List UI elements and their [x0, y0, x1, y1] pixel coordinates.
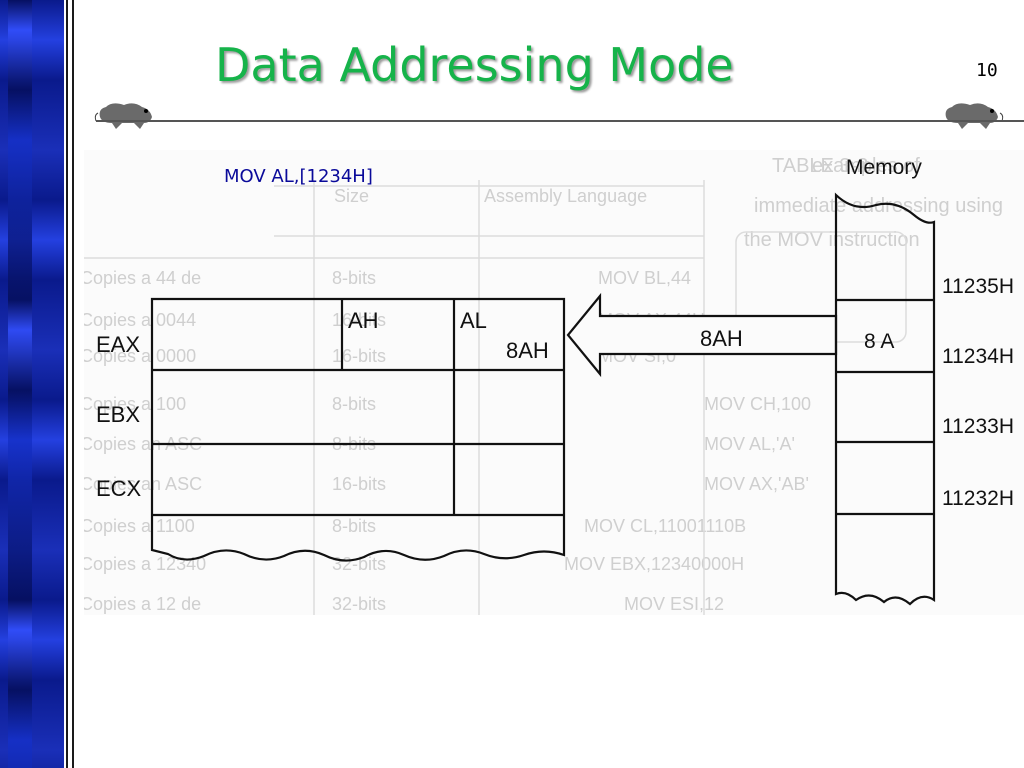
ghost-instr: MOV AX,'AB'	[704, 474, 809, 494]
addressing-figure: Assembly Language Size MOV BL,44 MOV AX,…	[84, 150, 1024, 615]
address-label: 11232H	[942, 487, 1014, 510]
register-label-eax: EAX	[96, 332, 140, 357]
ghost-instr: MOV ESI,12	[624, 594, 724, 614]
bear-icon	[945, 103, 1004, 129]
ghost-size: 16-bits	[332, 346, 386, 366]
ghost-size: 8-bits	[332, 516, 376, 536]
bear-icon	[94, 103, 152, 129]
ghost-caption: the MOV instruction	[744, 229, 920, 251]
ghost-instr: MOV CH,100	[704, 394, 811, 414]
address-label: 11233H	[942, 415, 1014, 438]
transfer-arrow	[566, 292, 838, 378]
ghost-size: 8-bits	[332, 394, 376, 414]
address-label: 11234H	[942, 345, 1014, 368]
slide-title: Data Addressing Mode	[215, 38, 734, 92]
memory-column	[834, 192, 936, 606]
byte-label-ah: AH	[348, 308, 379, 333]
ghost-size: 32-bits	[332, 554, 386, 574]
title-rule	[96, 120, 1024, 122]
page-number: 10	[976, 60, 998, 81]
sidebar-divider	[72, 0, 74, 768]
register-label-ecx: ECX	[96, 476, 142, 501]
ghost-size: 32-bits	[332, 594, 386, 614]
al-value: 8AH	[506, 338, 549, 363]
byte-label-al: AL	[460, 308, 487, 333]
memory-cell-value: 8 A	[864, 330, 894, 353]
ghost-header-size: Size	[334, 186, 369, 206]
ghost-instr: MOV EBX,12340000H	[564, 554, 744, 574]
ghost-copies: Copies a 44 de	[84, 268, 201, 288]
ghost-copies: Copies an ASC	[84, 434, 202, 454]
ghost-instr: MOV BL,44	[598, 268, 691, 288]
ghost-header-lang: Assembly Language	[484, 186, 647, 206]
ghost-copies: Copies a 0000	[84, 346, 196, 366]
address-label: 11235H	[942, 275, 1014, 298]
ghost-caption: examples of	[812, 155, 920, 177]
register-label-ebx: EBX	[96, 402, 140, 427]
ghost-instr: MOV AL,'A'	[704, 434, 795, 454]
ghost-caption: TABLE 3-2	[772, 155, 868, 177]
ghost-copies: Copies a 100	[84, 394, 186, 414]
arrow-label: 8AH	[700, 326, 743, 351]
ghost-table: Assembly Language Size MOV BL,44 MOV AX,…	[84, 155, 1003, 614]
ghost-copies: Copies a 12 de	[84, 594, 201, 614]
ghost-size: 8-bits	[332, 268, 376, 288]
ghost-copies: Copies an ASC	[84, 474, 202, 494]
ghost-size: 16-bits	[332, 310, 386, 330]
register-block	[150, 297, 566, 562]
ghost-caption: immediate addressing using	[754, 195, 1003, 217]
ghost-instr: MOV CL,11001110B	[584, 516, 746, 536]
memory-title: Memory	[846, 156, 922, 179]
ghost-grid	[84, 180, 907, 615]
decorative-sidebar	[0, 0, 64, 768]
ghost-copies: Copies a 12340	[84, 554, 206, 574]
sidebar-divider	[66, 0, 68, 768]
ghost-copies: Copies a 0044	[84, 310, 196, 330]
instruction-text: MOV AL,[1234H]	[224, 166, 373, 187]
ghost-size: 16-bits	[332, 474, 386, 494]
ghost-copies: Copies a 1100	[84, 516, 195, 536]
